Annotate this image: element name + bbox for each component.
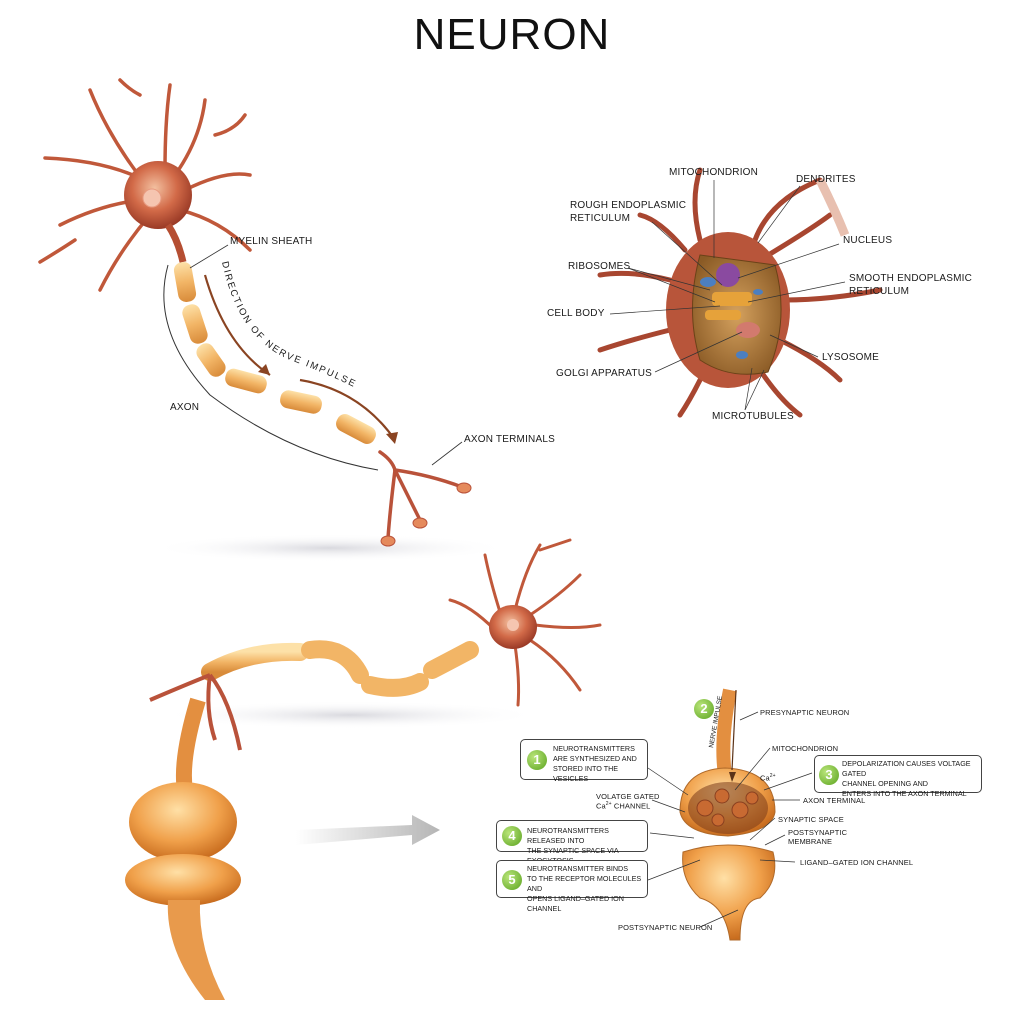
label-ribosomes: RIBOSOMES xyxy=(568,261,631,272)
page-title: NEURON xyxy=(413,10,611,59)
label-postsynaptic-membrane-2: MEMBRANE xyxy=(788,837,833,846)
axon-bracket xyxy=(163,264,379,471)
big-presynaptic-terminal xyxy=(129,782,237,862)
top-neuron-shadow xyxy=(150,534,510,562)
step-box-1: 1 NEUROTRANSMITTERS ARE SYNTHESIZED AND … xyxy=(520,739,648,783)
impulse-arrow-2 xyxy=(299,378,396,441)
top-myelin-segments xyxy=(173,262,376,444)
impulse-arrow-1 xyxy=(203,274,271,376)
step-text-3: DEPOLARIZATION CAUSES VOLTAGE GATED CHAN… xyxy=(842,759,971,798)
vesicles xyxy=(696,788,759,827)
zoom-arrow xyxy=(296,815,440,845)
label-rough-er-2: RETICULUM xyxy=(570,213,631,224)
label-cell-body: CELL BODY xyxy=(547,308,605,319)
step-text-1: NEUROTRANSMITTERS ARE SYNTHESIZED AND ST… xyxy=(553,744,637,783)
cut-nucleus xyxy=(716,263,740,287)
bottom-dendrites xyxy=(448,538,602,707)
label-microtubules: MICROTUBULES xyxy=(712,411,794,422)
label-voltage-gated: VOLATGE GATED xyxy=(596,792,660,801)
step-badge-4: 4 xyxy=(502,826,522,846)
label-dendrites: DENDRITES xyxy=(796,174,856,185)
synapse-leaders xyxy=(647,711,813,928)
step-badge-1: 1 xyxy=(527,750,547,770)
presynaptic-axon xyxy=(716,688,737,776)
label-lysosome: LYSOSOME xyxy=(822,352,879,363)
bottom-myelin-segments xyxy=(201,640,479,697)
top-dendrites xyxy=(38,78,252,292)
label-golgi: GOLGI APPARATUS xyxy=(556,368,652,379)
step-box-3: 3 DEPOLARIZATION CAUSES VOLTAGE GATED CH… xyxy=(814,755,982,798)
cut-mitochondrion xyxy=(700,277,716,287)
label-axon: AXON xyxy=(170,402,200,413)
step-badge-3: 3 xyxy=(819,765,839,785)
label-synapse-mitochondrion: MITOCHONDRION xyxy=(772,744,839,753)
step-box-4: 4 NEUROTRANSMITTERS RELEASED INTO THE SY… xyxy=(496,820,648,865)
cell-body-leaders xyxy=(609,180,846,411)
postsynaptic-terminal xyxy=(682,844,776,941)
label-postsynaptic-membrane-1: POSTSYNAPTIC xyxy=(788,828,848,837)
label-axon-terminals: AXON TERMINALS xyxy=(464,434,555,445)
label-axon-terminal: AXON TERMINAL xyxy=(803,796,866,805)
label-ca-ion: Ca2+ xyxy=(760,773,776,783)
label-mitochondrion: MITOCHONDRION xyxy=(669,167,759,178)
label-myelin-sheath: MYELIN SHEATH xyxy=(230,236,313,247)
cut-er xyxy=(705,292,752,320)
step-text-5: NEUROTRANSMITTER BINDS TO THE RECEPTOR M… xyxy=(527,864,642,913)
big-presynaptic-axon xyxy=(175,697,206,792)
label-presynaptic-neuron: PRESYNAPTIC NEURON xyxy=(760,708,850,717)
label-rough-er-1: ROUGH ENDOPLASMIC xyxy=(570,200,687,211)
dendrite-cut-end xyxy=(815,177,850,237)
step-badge-2: 2 xyxy=(694,699,714,719)
big-postsynaptic-membrane xyxy=(125,854,241,906)
top-nucleus xyxy=(142,188,162,208)
label-smooth-er-2: RETICULUM xyxy=(849,286,910,297)
label-synaptic-space: SYNAPTIC SPACE xyxy=(778,815,844,824)
label-smooth-er-1: SMOOTH ENDOPLASMIC xyxy=(849,273,973,284)
step-box-5: 5 NEUROTRANSMITTER BINDS TO THE RECEPTOR… xyxy=(496,860,648,913)
label-ca-channel: Ca2+ CHANNEL xyxy=(596,801,651,811)
axon-hillock xyxy=(165,223,187,263)
step-badge-5: 5 xyxy=(502,870,522,890)
big-postsynaptic-neuron xyxy=(167,900,225,1000)
label-nucleus: NUCLEUS xyxy=(843,235,893,246)
top-terminal-buttons xyxy=(380,482,472,547)
label-postsynaptic-neuron: POSTSYNAPTIC NEURON xyxy=(618,923,713,932)
cut-golgi xyxy=(736,322,760,338)
label-ligand-channel: LIGAND–GATED ION CHANNEL xyxy=(800,858,914,867)
axon-terminal-branches xyxy=(378,450,464,540)
